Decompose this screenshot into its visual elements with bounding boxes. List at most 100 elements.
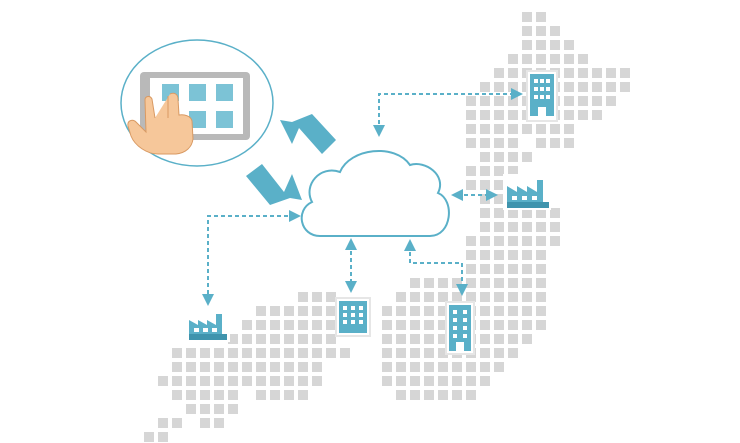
map-tile <box>522 320 532 330</box>
map-tile <box>284 306 294 316</box>
map-tile <box>466 376 476 386</box>
map-tile <box>508 348 518 358</box>
map-tile <box>550 236 560 246</box>
map-tile <box>536 12 546 22</box>
map-tile <box>298 320 308 330</box>
map-tile <box>256 306 266 316</box>
map-tile <box>438 306 448 316</box>
map-tile <box>620 68 630 78</box>
map-tile <box>536 292 546 302</box>
connector-north-building <box>373 88 523 137</box>
map-tile <box>214 404 224 414</box>
map-tile <box>242 334 252 344</box>
map-tile <box>466 166 476 176</box>
map-tile <box>396 362 406 372</box>
map-tile <box>508 96 518 106</box>
map-tile <box>410 334 420 344</box>
map-tile <box>326 334 336 344</box>
map-tile <box>480 334 490 344</box>
map-tile <box>466 180 476 190</box>
map-tile <box>298 334 308 344</box>
map-tile <box>382 362 392 372</box>
map-tile <box>494 138 504 148</box>
map-tile <box>550 124 560 134</box>
map-tile <box>536 40 546 50</box>
map-tile <box>480 320 490 330</box>
map-tile <box>536 236 546 246</box>
map-tile <box>396 292 406 302</box>
map-tile <box>326 320 336 330</box>
map-tile <box>508 152 518 162</box>
map-tile <box>564 68 574 78</box>
map-tile <box>536 278 546 288</box>
map-tile <box>270 334 280 344</box>
map-tile <box>396 348 406 358</box>
map-tile <box>298 348 308 358</box>
map-tile <box>256 348 266 358</box>
map-tile <box>200 404 210 414</box>
map-tile <box>186 376 196 386</box>
map-tile <box>270 390 280 400</box>
map-tile <box>480 166 490 176</box>
factory-icon <box>186 310 230 342</box>
map-tile <box>522 40 532 50</box>
map-tile <box>186 404 196 414</box>
map-tile <box>508 278 518 288</box>
map-tile <box>438 348 448 358</box>
map-tile <box>522 208 532 218</box>
map-tile <box>186 348 196 358</box>
map-tile <box>144 432 154 442</box>
map-tile <box>564 82 574 92</box>
connector-building-southeast <box>404 239 468 296</box>
map-tile <box>452 390 462 400</box>
map-tile <box>466 250 476 260</box>
map-tile <box>522 250 532 260</box>
map-tile <box>186 390 196 400</box>
map-tile <box>186 362 196 372</box>
map-tile <box>480 208 490 218</box>
map-tile <box>396 390 406 400</box>
map-tile <box>242 362 252 372</box>
map-tile <box>522 306 532 316</box>
map-tile <box>396 376 406 386</box>
map-tile <box>480 362 490 372</box>
map-tile <box>550 26 560 36</box>
map-tile <box>508 236 518 246</box>
map-tile <box>452 376 462 386</box>
map-tile <box>158 418 168 428</box>
map-tile <box>508 68 518 78</box>
map-tile <box>256 376 266 386</box>
map-tile <box>494 278 504 288</box>
map-tile <box>452 292 462 302</box>
map-tile <box>284 390 294 400</box>
map-tile <box>480 82 490 92</box>
map-tile <box>214 390 224 400</box>
map-tile <box>438 320 448 330</box>
map-tile <box>200 376 210 386</box>
tablet-touch-icon <box>120 39 274 167</box>
map-tile <box>606 68 616 78</box>
map-tile <box>298 306 308 316</box>
map-tile <box>494 96 504 106</box>
map-tile <box>536 320 546 330</box>
sync-arrows-icon <box>246 114 336 205</box>
map-tile <box>466 110 476 120</box>
map-tile <box>480 306 490 316</box>
map-tile <box>550 208 560 218</box>
map-tile <box>200 362 210 372</box>
map-tile <box>494 362 504 372</box>
map-tile <box>284 376 294 386</box>
map-tile <box>382 306 392 316</box>
map-tile <box>242 348 252 358</box>
map-tile <box>480 292 490 302</box>
map-tile <box>214 362 224 372</box>
map-tile <box>284 348 294 358</box>
map-tile <box>396 306 406 316</box>
map-tile <box>494 152 504 162</box>
map-tile <box>480 264 490 274</box>
map-tile <box>424 334 434 344</box>
map-tile <box>410 292 420 302</box>
map-tile <box>284 362 294 372</box>
map-tile <box>480 236 490 246</box>
map-tile <box>480 110 490 120</box>
